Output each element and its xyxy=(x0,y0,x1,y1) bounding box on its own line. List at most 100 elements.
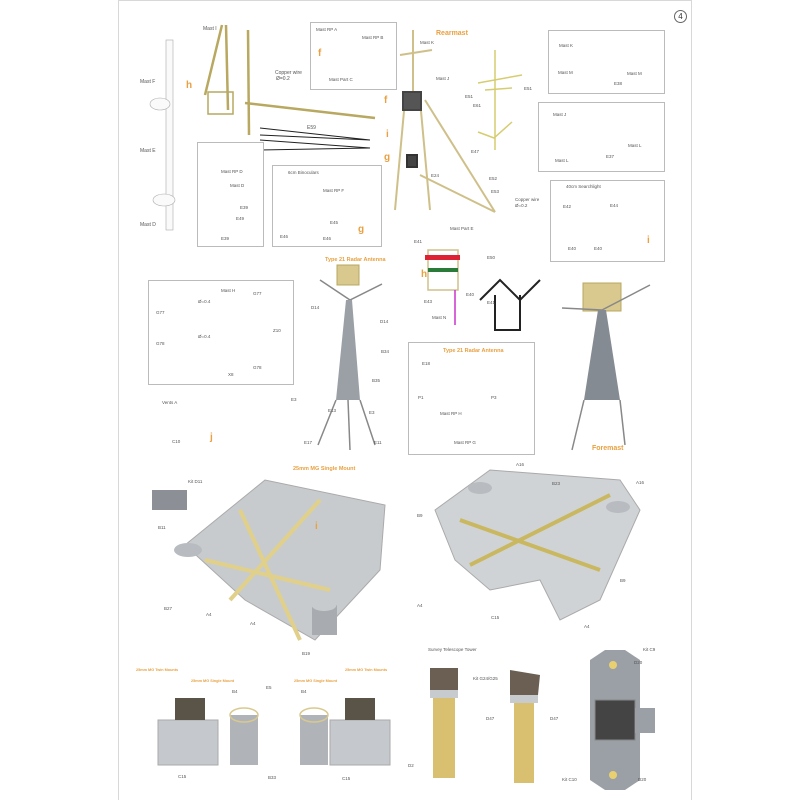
part-label: P3 xyxy=(491,395,497,400)
foremast-radar-left xyxy=(317,264,383,451)
part-label: B35 xyxy=(372,378,381,383)
part-label: E24 xyxy=(431,173,440,178)
part-label: E40 xyxy=(594,246,603,251)
part-label: A4 xyxy=(206,612,212,617)
part-label: D2 xyxy=(408,763,414,768)
part-label: Z10 xyxy=(273,328,281,333)
part-label: Mast D xyxy=(230,183,245,188)
part-label: Mast Part C xyxy=(329,77,353,82)
part-label: E46 xyxy=(280,234,289,239)
part-label: E50 xyxy=(487,255,496,260)
mast-e-assembly xyxy=(425,249,541,331)
rearmast-title: Rearmast xyxy=(436,30,468,37)
part-label: E61 xyxy=(473,103,482,108)
part-label: E38 xyxy=(614,81,623,86)
part-label: E59 xyxy=(307,125,316,131)
mg-twin-label: 25mm MG Twin Mounts xyxy=(345,668,388,672)
inset-binoculars xyxy=(272,165,382,247)
part-label: E43 xyxy=(424,299,433,304)
part-label: B34 xyxy=(381,349,390,354)
part-label: Mast I xyxy=(203,26,217,32)
part-label: Mast D xyxy=(140,222,156,228)
step-letter: i xyxy=(315,521,318,532)
part-label: G77 xyxy=(253,291,262,296)
step-letter: g xyxy=(384,152,391,163)
part-label: A4 xyxy=(584,624,590,629)
part-label: E41 xyxy=(487,300,496,305)
part-label: Ø=0.4 xyxy=(198,299,211,304)
part-label: Mast M xyxy=(627,71,642,76)
part-label: Ø=0.2 xyxy=(276,76,290,82)
step-letter: j xyxy=(210,432,213,443)
part-label: A4 xyxy=(250,621,256,626)
part-label: D47 xyxy=(550,716,559,721)
step-letter: i xyxy=(647,235,650,246)
part-label: C15 xyxy=(342,776,351,781)
part-label: Mast Part E xyxy=(450,226,474,231)
rearmast-tower xyxy=(394,30,496,213)
part-label: E40 xyxy=(466,292,475,297)
platform-right xyxy=(434,469,641,621)
part-label: Copper wire xyxy=(275,70,302,76)
mg-mount-blocks xyxy=(157,698,391,766)
part-label: E13 xyxy=(328,408,337,413)
mast-f-column xyxy=(149,39,176,231)
part-label: E11 xyxy=(374,440,382,445)
part-label: Mast M xyxy=(558,70,573,75)
part-label: E53 xyxy=(491,189,500,194)
part-label: A16 xyxy=(516,462,525,467)
part-label: E37 xyxy=(606,154,615,159)
part-label: E41 xyxy=(414,239,423,244)
part-label: B33 xyxy=(268,775,277,780)
top-view-platform xyxy=(590,650,655,790)
inset-mast-j-l xyxy=(538,102,665,172)
rearmast-yards xyxy=(477,50,523,150)
foremast-title: Foremast xyxy=(592,445,624,452)
inset-g-parts xyxy=(148,280,294,385)
part-label: E40 xyxy=(568,246,577,251)
part-label: Mast H xyxy=(221,288,236,293)
part-label: A4 xyxy=(417,603,423,608)
part-label: C10 xyxy=(172,439,181,444)
step-letter: f xyxy=(384,95,388,106)
part-label: E42 xyxy=(563,204,572,209)
part-label: Ø=0.4 xyxy=(198,334,211,339)
part-label: E5 xyxy=(266,685,272,690)
inset-mast-d xyxy=(197,142,264,247)
inset-mast-rp xyxy=(310,22,397,90)
part-label: B4 xyxy=(232,689,238,694)
part-label: 40cm Searchlight xyxy=(566,184,601,189)
part-label: E47 xyxy=(471,149,480,154)
part-label: Mast L xyxy=(628,143,642,148)
part-label: Mast L xyxy=(555,158,569,163)
part-label: D20 xyxy=(638,777,647,782)
part-label: Mast RP D xyxy=(221,169,243,174)
part-label: Copper wire xyxy=(515,197,540,202)
part-label: B9 xyxy=(417,513,423,518)
part-label: E39 xyxy=(240,205,249,210)
part-label: E52 xyxy=(489,176,498,181)
part-label: Survey Telescope Tower xyxy=(428,647,477,652)
part-label: Mast K xyxy=(420,40,435,45)
part-label: E51 xyxy=(465,94,474,99)
part-label: Kit C9 xyxy=(643,647,656,652)
part-label: A16 xyxy=(636,480,645,485)
radar-inset-title: Type 21 Radar Antenna xyxy=(443,348,504,354)
mg-single-title: 25mm MG Single Mount xyxy=(293,466,356,472)
part-label: Mast N xyxy=(432,315,447,320)
part-label: E45 xyxy=(330,220,339,225)
part-label: P1 xyxy=(418,395,424,400)
part-label: B19 xyxy=(302,651,311,656)
part-label: Kit D11 xyxy=(188,479,203,484)
part-label: Mast RP F xyxy=(323,188,345,193)
part-label: Kit G24/G25 xyxy=(473,676,498,681)
part-label: E3 xyxy=(369,410,375,415)
part-label: Mast F xyxy=(140,79,156,85)
part-label: B27 xyxy=(164,606,173,611)
inset-searchlight xyxy=(550,180,665,262)
part-label: E49 xyxy=(236,216,245,221)
part-label: C15 xyxy=(491,615,500,620)
part-label: Mast J xyxy=(553,112,567,117)
part-label: Mast RP A xyxy=(316,27,338,32)
